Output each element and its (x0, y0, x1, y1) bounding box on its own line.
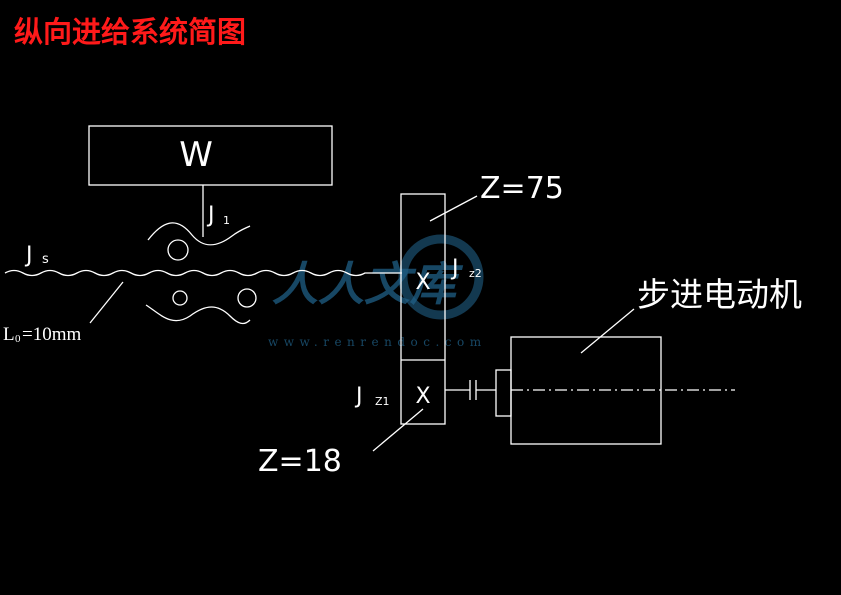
svg-text:s: s (42, 252, 49, 267)
worktable-label: W (179, 135, 213, 175)
watermark: 人人文库 www.renrendoc.com (268, 234, 487, 349)
label-z18: Z=18 (258, 444, 342, 479)
label-jz1: J Z1 (354, 384, 390, 409)
label-lead: L 0 =10mm (3, 324, 81, 345)
worktable-box (88, 125, 333, 186)
ball-upper (167, 239, 189, 261)
z18-leader-line (372, 408, 424, 452)
svg-text:J: J (24, 243, 33, 268)
label-j1: J 1 (206, 203, 230, 228)
ball-lower-right (237, 288, 257, 308)
diagram-title: 纵向进给系统简图 (14, 15, 246, 49)
label-motor: 步进电动机 (637, 275, 802, 314)
svg-text:=10mm: =10mm (22, 324, 81, 345)
gear-large-symbol: X (415, 270, 430, 295)
label-z75: Z=75 (480, 171, 564, 206)
watermark-logo-icon (398, 234, 484, 320)
ball-lower-left (172, 290, 188, 306)
svg-text:Z1: Z1 (375, 395, 390, 408)
svg-text:1: 1 (223, 214, 230, 227)
gear-small-symbol: X (415, 384, 430, 409)
label-js: J s (24, 243, 49, 268)
svg-text:J: J (450, 256, 459, 281)
motor-flange (495, 369, 512, 417)
svg-text:J: J (354, 384, 363, 409)
nut-lower-half (145, 304, 251, 325)
gear-housing (400, 193, 446, 425)
svg-text:J: J (206, 203, 215, 228)
motor-leader-line (580, 308, 635, 354)
lead-leader-line (89, 281, 124, 324)
watermark-url: www.renrendoc.com (268, 335, 487, 349)
svg-text:0: 0 (15, 333, 21, 345)
watermark-logo-text: 人人文库 (272, 257, 464, 311)
lead-screw (4, 269, 402, 277)
label-jz2: J z2 (450, 256, 482, 281)
nut-upper-half (147, 222, 251, 246)
svg-text:z2: z2 (469, 267, 482, 280)
svg-text:L: L (3, 324, 15, 345)
z75-leader-line (429, 195, 478, 222)
